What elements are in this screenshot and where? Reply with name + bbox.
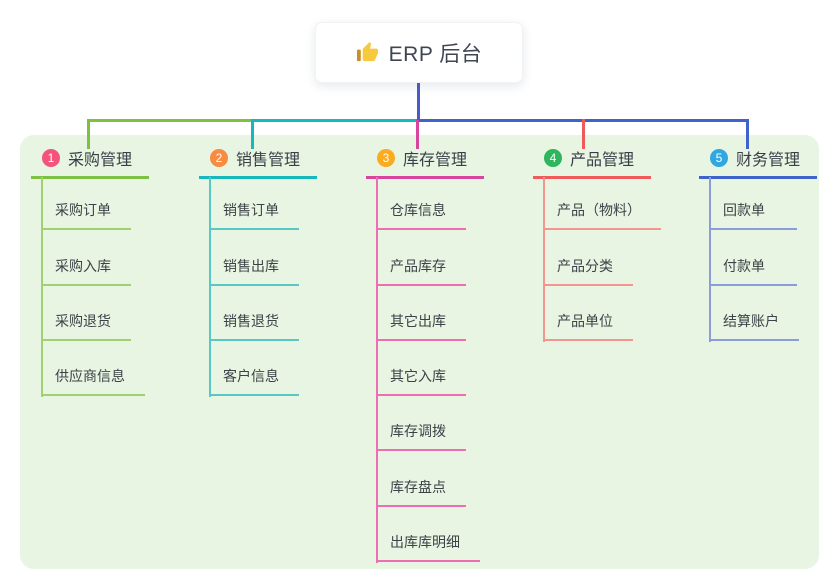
children-connector-line xyxy=(209,177,211,397)
child-node[interactable]: 采购订单 xyxy=(41,175,131,231)
child-node[interactable]: 产品（物料） xyxy=(543,175,661,231)
children-connector-line xyxy=(376,177,378,563)
children-list: 产品（物料） 产品分类 产品单位 xyxy=(543,175,661,341)
root-title: ERP 后台 xyxy=(388,42,483,66)
branch-underline xyxy=(31,176,149,179)
child-node[interactable]: 采购退货 xyxy=(41,286,131,341)
root-node[interactable]: ERP 后台 xyxy=(315,22,523,83)
branch-node-sales[interactable]: 2 销售管理 xyxy=(199,145,369,171)
children-list: 回款单 付款单 结算账户 xyxy=(709,175,799,341)
connector-drop-branch3 xyxy=(416,119,419,149)
child-node[interactable]: 其它出库 xyxy=(376,286,466,341)
child-node[interactable]: 回款单 xyxy=(709,175,797,231)
branch-number-badge: 4 xyxy=(544,149,562,167)
branch-underline xyxy=(199,176,317,179)
connector-drop-branch1 xyxy=(87,119,90,149)
branch-finance: 5 财务管理 回款单 付款单 结算账户 xyxy=(699,145,839,342)
branch-number-badge: 2 xyxy=(210,149,228,167)
connector-bus-branch2 xyxy=(251,119,419,122)
connector-drop-branch4 xyxy=(582,119,585,149)
child-node[interactable]: 采购入库 xyxy=(41,230,131,286)
child-node[interactable]: 销售退货 xyxy=(209,286,299,341)
child-node[interactable]: 客户信息 xyxy=(209,341,299,397)
branch-node-inventory[interactable]: 3 库存管理 xyxy=(366,145,536,171)
child-node[interactable]: 付款单 xyxy=(709,230,797,286)
branch-node-purchase[interactable]: 1 采购管理 xyxy=(31,145,201,171)
branch-sales: 2 销售管理 销售订单 销售出库 销售退货 客户信息 xyxy=(199,145,369,397)
child-node[interactable]: 其它入库 xyxy=(376,341,466,397)
thumbs-up-icon xyxy=(356,41,379,64)
children-list: 采购订单 采购入库 采购退货 供应商信息 xyxy=(41,175,145,397)
connector-bus-branch1 xyxy=(87,119,254,122)
children-connector-line xyxy=(543,177,545,342)
child-node[interactable]: 销售出库 xyxy=(209,230,299,286)
child-node[interactable]: 库存调拨 xyxy=(376,396,466,452)
connector-drop-branch2 xyxy=(251,119,254,149)
branch-label: 销售管理 xyxy=(236,152,301,169)
children-connector-line xyxy=(41,177,43,397)
branch-underline xyxy=(699,176,817,179)
connector-root-stem xyxy=(417,82,420,120)
child-node[interactable]: 产品库存 xyxy=(376,230,466,286)
child-node[interactable]: 出库库明细 xyxy=(376,507,480,563)
branch-number-badge: 3 xyxy=(377,149,395,167)
branch-label: 采购管理 xyxy=(68,152,133,169)
child-node[interactable]: 仓库信息 xyxy=(376,175,466,231)
child-node[interactable]: 产品分类 xyxy=(543,230,633,286)
child-node[interactable]: 库存盘点 xyxy=(376,451,466,507)
children-list: 仓库信息 产品库存 其它出库 其它入库 库存调拨 库存盘点 出库库明细 xyxy=(376,175,480,563)
children-connector-line xyxy=(709,177,711,342)
branch-label: 财务管理 xyxy=(736,152,801,169)
branch-number-badge: 5 xyxy=(710,149,728,167)
branch-node-product[interactable]: 4 产品管理 xyxy=(533,145,703,171)
branch-node-finance[interactable]: 5 财务管理 xyxy=(699,145,839,171)
branch-purchase: 1 采购管理 采购订单 采购入库 采购退货 供应商信息 xyxy=(31,145,201,397)
branch-product: 4 产品管理 产品（物料） 产品分类 产品单位 xyxy=(533,145,703,342)
branch-number-badge: 1 xyxy=(42,149,60,167)
branches-panel-background xyxy=(20,135,819,569)
branch-label: 产品管理 xyxy=(570,152,635,169)
branch-label: 库存管理 xyxy=(403,152,468,169)
child-node[interactable]: 结算账户 xyxy=(709,286,799,341)
children-list: 销售订单 销售出库 销售退货 客户信息 xyxy=(209,175,299,397)
connector-drop-branch5 xyxy=(746,119,749,149)
branch-inventory: 3 库存管理 仓库信息 产品库存 其它出库 其它入库 库存调拨 库存盘点 出库库… xyxy=(366,145,536,563)
branch-underline xyxy=(366,176,484,179)
child-node[interactable]: 产品单位 xyxy=(543,286,633,341)
child-node[interactable]: 供应商信息 xyxy=(41,341,145,397)
branch-underline xyxy=(533,176,651,179)
child-node[interactable]: 销售订单 xyxy=(209,175,299,231)
